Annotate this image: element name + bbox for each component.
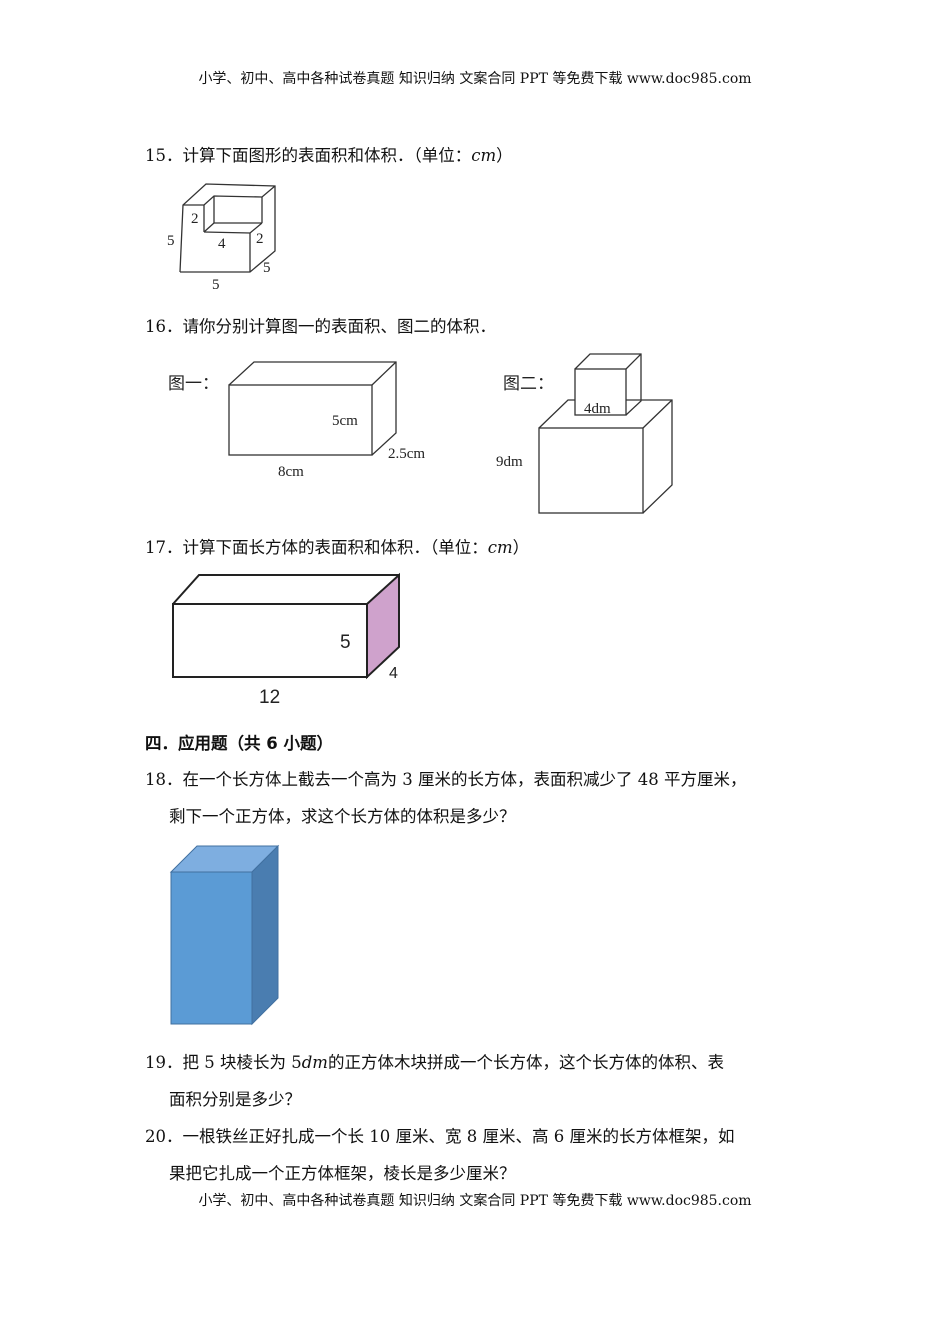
q15-label-width: 5 xyxy=(212,277,220,293)
q15-label-height: 5 xyxy=(167,233,175,249)
question-18-line2: 剩下一个正方体，求这个长方体的体积是多少？ xyxy=(169,807,516,826)
q15-label-depth: 5 xyxy=(263,260,271,276)
question-20-line1: 20．一根铁丝正好扎成一个长 10 厘米、宽 8 厘米、高 6 厘米的长方体框架… xyxy=(145,1127,735,1146)
q16-fig1-height: 5cm xyxy=(332,413,358,429)
q17-unit: cm xyxy=(487,538,513,557)
q17-close: ） xyxy=(512,538,530,557)
q16-fig2-big-edge: 9dm xyxy=(496,454,523,470)
q15-unit: cm xyxy=(471,146,497,165)
q16-fig2-small-edge: 4dm xyxy=(584,401,611,417)
page-header: 小学、初中、高中各种试卷真题 知识归纳 文案合同 PPT 等免费下载 www.d… xyxy=(198,71,752,87)
q18-prism-figure xyxy=(169,844,280,1026)
q17-figure: 5 12 4 xyxy=(172,572,400,708)
q19-unit: dm xyxy=(301,1053,328,1072)
q15-text: 15．计算下面图形的表面积和体积．（单位： xyxy=(145,146,472,165)
q17-label-depth: 4 xyxy=(389,665,398,682)
q16-fig2-caption: 图二： xyxy=(503,374,554,393)
question-16: 16．请你分别计算图一的表面积、图二的体积． xyxy=(145,317,496,336)
q19-text-a: 19．把 5 块棱长为 5 xyxy=(145,1053,302,1072)
q15-close: ） xyxy=(496,146,513,165)
question-19-line1: 19．把 5 块棱长为 5dm的正方体木块拼成一个长方体，这个长方体的体积、表 xyxy=(145,1053,724,1073)
q17-label-height: 5 xyxy=(340,632,351,653)
q19-text-b: 的正方体木块拼成一个长方体，这个长方体的体积、表 xyxy=(327,1053,724,1072)
page-footer: 小学、初中、高中各种试卷真题 知识归纳 文案合同 PPT 等免费下载 www.d… xyxy=(198,1193,752,1209)
q17-label-length: 12 xyxy=(259,687,280,708)
q17-text: 17．计算下面长方体的表面积和体积．（单位： xyxy=(145,538,488,557)
question-18-line1: 18．在一个长方体上截去一个高为 3 厘米的长方体，表面积减少了 48 平方厘米… xyxy=(145,770,747,789)
question-20-line2: 果把它扎成一个正方体框架，棱长是多少厘米？ xyxy=(169,1164,516,1183)
q15-label-inner-len: 4 xyxy=(218,236,226,252)
q15-label-inner-h: 2 xyxy=(191,211,199,227)
q16-fig1-depth: 2.5cm xyxy=(388,446,425,462)
q16-figure-2: 图二： 4dm 9dm xyxy=(496,353,673,514)
q16-figure-1: 图一： 5cm 2.5cm 8cm xyxy=(168,361,425,480)
question-15: 15．计算下面图形的表面积和体积．（单位：cm） xyxy=(145,146,513,166)
question-19-line2: 面积分别是多少？ xyxy=(169,1090,301,1109)
section-title: 四．应用题（共 6 小题） xyxy=(145,734,333,753)
q16-fig1-caption: 图一： xyxy=(168,374,219,393)
q15-label-step-h: 2 xyxy=(256,231,264,247)
q16-fig1-length: 8cm xyxy=(278,464,304,480)
question-17: 17．计算下面长方体的表面积和体积．（单位：cm） xyxy=(145,538,529,558)
q15-figure: 2 5 4 2 5 5 xyxy=(167,183,276,293)
